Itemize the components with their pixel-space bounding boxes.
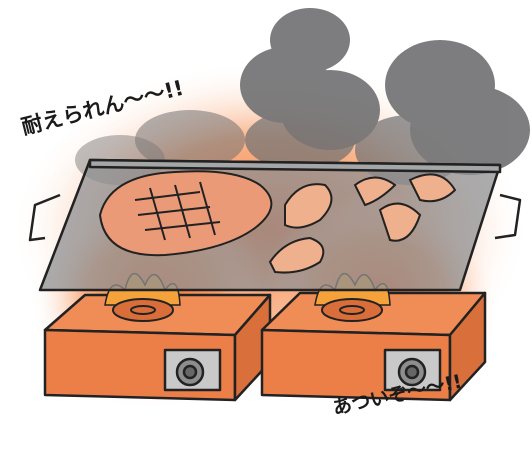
- burner-right: [321, 298, 383, 322]
- steak-icon: [98, 170, 273, 257]
- burner-left: [112, 298, 174, 322]
- food-pieces: [268, 173, 457, 274]
